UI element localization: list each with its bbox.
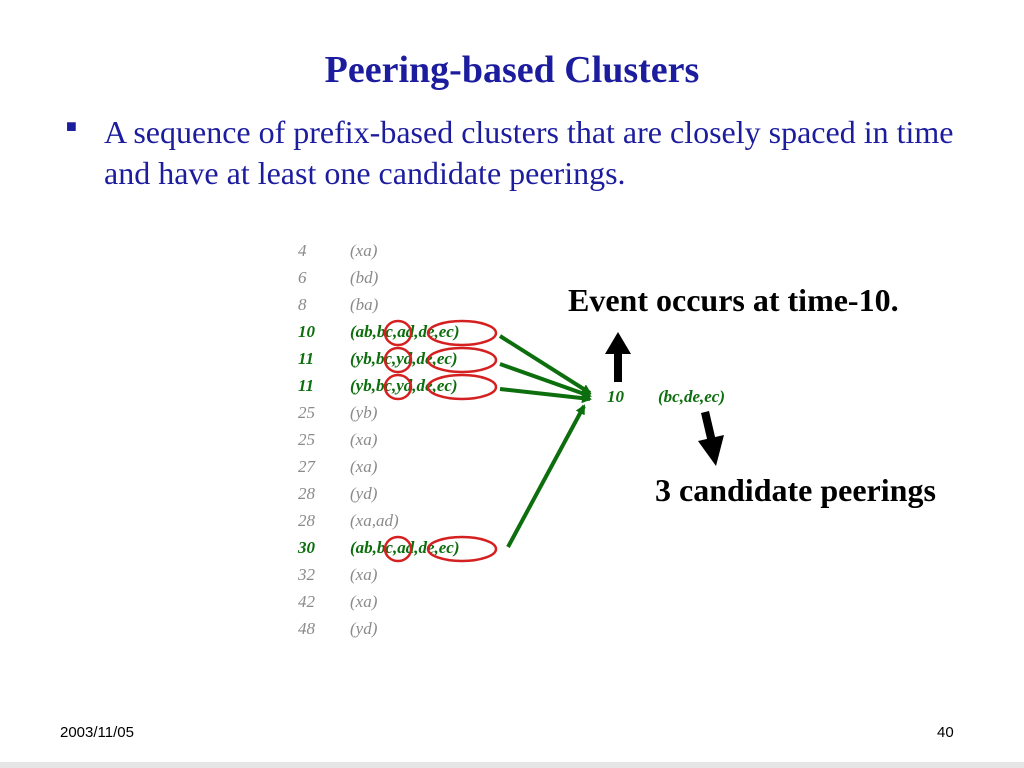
cluster-time: 8 [298,295,307,314]
circle-marks [383,319,498,563]
cluster-time: 25 [298,403,315,422]
cluster-time: 32 [298,565,315,584]
circle-mark-bc [383,346,413,374]
cluster-peers: (yd) [350,484,378,503]
summary-peers: (bc,de,ec) [658,387,726,406]
cluster-peers: (xa) [350,592,378,611]
up-arrow-shaft [614,352,622,382]
black-arrows [605,332,724,466]
cluster-time: 10 [298,322,315,341]
circle-mark-de-ec [426,319,498,347]
bullet-square-icon: ■ [66,116,77,136]
green-arrows [498,334,592,548]
cluster-peers: (xa) [350,565,378,584]
green-arrow [499,362,592,399]
green-arrow [506,404,586,548]
candidates-callout: 3 candidate peerings [655,472,936,508]
cluster-time: 25 [298,430,315,449]
down-arrow-head [698,435,724,466]
green-arrow [498,334,592,395]
circle-mark-de-ec [426,373,498,401]
down-arrow-shaft [701,411,716,443]
cluster-time: 11 [298,376,315,395]
cluster-time: 30 [298,538,315,557]
cluster-peers: (xa) [350,241,378,260]
footer-date: 2003/11/05 [60,724,134,741]
cluster-time: 6 [298,268,307,287]
green-arrow [499,387,592,404]
summary-time: 10 [607,387,624,406]
cluster-peers: (bd) [350,268,379,287]
circle-mark-de-ec [426,535,498,563]
event-callout: Event occurs at time-10. [568,282,899,318]
bullet-text: A sequence of prefix-based clusters that… [104,114,954,191]
circle-mark-bc [383,319,413,347]
cluster-peers: (xa) [350,430,378,449]
cluster-time: 27 [298,457,315,476]
circle-mark-bc [383,535,413,563]
cluster-time: 28 [298,484,315,503]
cluster-peers: (ba) [350,295,379,314]
up-arrow-head [605,332,631,354]
cluster-peers: (xa) [350,457,378,476]
cluster-time: 42 [298,592,315,611]
cluster-peers: (yb) [350,403,378,422]
slide-title: Peering-based Clusters [324,49,700,91]
cluster-time: 11 [298,349,315,368]
cluster-time: 28 [298,511,315,530]
cluster-peers: (xa,ad) [350,511,399,530]
footer-bar [0,762,1024,768]
cluster-time: 4 [298,241,307,260]
circle-mark-bc [383,373,413,401]
cluster-peers: (yd) [350,619,378,638]
cluster-time: 48 [298,619,315,638]
page-number: 40 [937,724,954,741]
circle-mark-de-ec [426,346,498,374]
